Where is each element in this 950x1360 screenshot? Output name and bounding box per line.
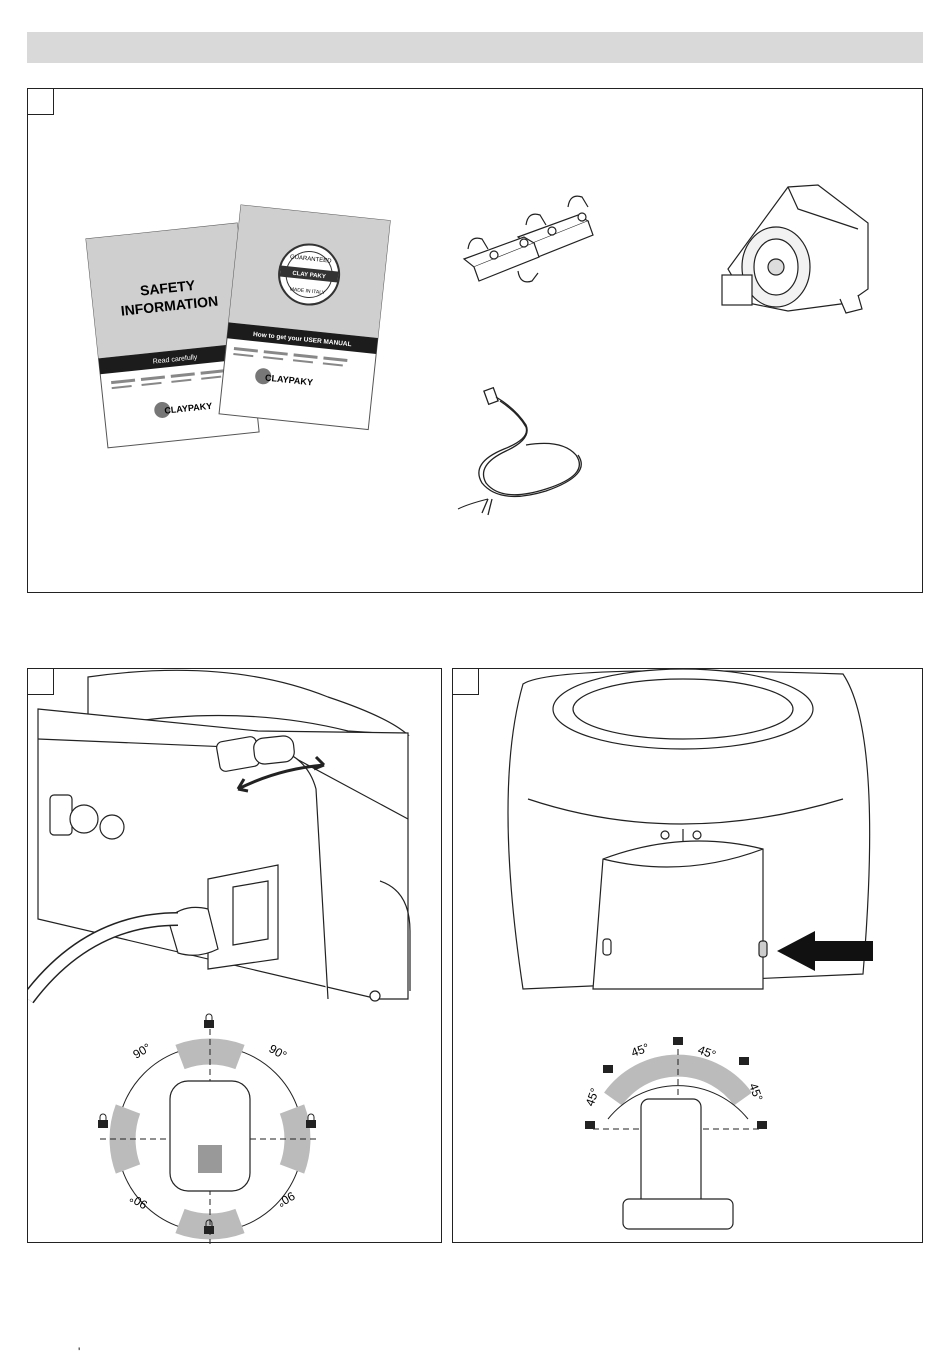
footer-mark: ' [78, 1345, 80, 1359]
lamp-reflector [722, 185, 868, 313]
panel-tilt-lock: 45° 45° 45° 45° [452, 668, 923, 1243]
tilt-rotation-diagram: 45° 45° 45° 45° [583, 1037, 767, 1229]
tilt-illustration: 45° 45° 45° 45° [453, 669, 924, 1244]
header-bar [27, 32, 923, 63]
angle-label-tr: 90° [267, 1041, 290, 1062]
omega-brackets [464, 196, 593, 282]
angle-label-bl: 90° [127, 1191, 150, 1212]
angle-label-tl: 90° [131, 1040, 154, 1061]
tilt-angle-3: 45° [583, 1086, 602, 1108]
pan-rotation-diagram: 90° 90° 90° 90° [98, 1014, 320, 1244]
power-cable [458, 388, 581, 515]
connector-illustration: 90° 90° 90° 90° [28, 669, 443, 1244]
accessories-illustration: SAFETY INFORMATION Read carefully CLAYPA… [28, 89, 924, 594]
guarantee-booklet: GUARANTEED CLAY PAKY MADE IN ITALY How t… [219, 205, 390, 430]
tilt-angle-1: 45° [629, 1040, 651, 1059]
panel-connections: 90° 90° 90° 90° [27, 668, 442, 1243]
panel-accessories: SAFETY INFORMATION Read carefully CLAYPA… [27, 88, 923, 593]
angle-label-br: 90° [275, 1189, 298, 1210]
tilt-angle-4: 45° [746, 1081, 765, 1103]
